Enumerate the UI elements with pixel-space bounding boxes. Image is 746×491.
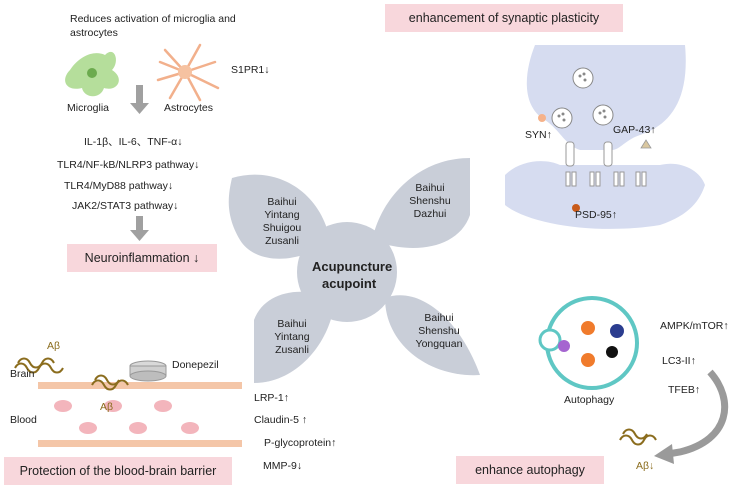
brain-label: Brain <box>10 368 35 380</box>
neuro-arrow-2 <box>130 216 149 241</box>
astrocytes-label: Astrocytes <box>164 102 214 114</box>
neuro-arrow-1 <box>130 85 149 114</box>
cytokines-label: IL-1β、IL-6、TNF-α↓ <box>84 136 183 148</box>
neuro-header-line2: astrocytes <box>70 27 118 39</box>
petal-bottom-right <box>385 295 480 376</box>
astrocyte-cell-icon <box>156 43 220 102</box>
pathway-3: JAK2/STAT3 pathway↓ <box>72 200 179 212</box>
petal-bottom-left-label: Baihui Yintang Zusanli <box>274 318 310 356</box>
autophagy-marker-3: TFEB↑ <box>668 384 701 396</box>
neuro-header-line1: Reduces activation of microglia and <box>70 13 236 25</box>
petal-group <box>228 158 480 383</box>
autophagy-marker-2: LC3-II↑ <box>662 355 696 367</box>
center-title-line1: Acupuncture <box>312 259 393 274</box>
bbb-marker-4: MMP-9↓ <box>263 460 303 472</box>
petal-top-left-label: Baihui Yintang Shuigou Zusanli <box>262 196 302 247</box>
bbb-box: Protection of the blood-brain barrier <box>4 457 232 485</box>
autophagy-box: enhance autophagy <box>456 456 604 484</box>
petal-bottom-right-label: Baihui Shenshu Yongquan <box>415 312 463 350</box>
donepezil-label: Donepezil <box>172 359 219 371</box>
synaptic-plasticity-box: enhancement of synaptic plasticity <box>385 4 623 32</box>
neuroinflammation-box: Neuroinflammation ↓ <box>67 244 217 272</box>
pathway-2: TLR4/MyD88 pathway↓ <box>64 180 174 192</box>
autophagy-marker-1: AMPK/mTOR↑ <box>660 320 729 332</box>
syn-label: SYN↑ <box>525 129 552 141</box>
s1pr1-label: S1PR1↓ <box>231 64 270 76</box>
bbb-marker-2: Claudin-5 ↑ <box>254 414 308 426</box>
bbb-marker-3: P-glycoprotein↑ <box>264 437 337 449</box>
petal-bottom-left <box>254 291 335 383</box>
abeta-down-label: Aβ↓ <box>636 460 655 472</box>
microglia-label: Microglia <box>67 102 110 114</box>
petal-top-right-label: Baihui Shenshu Dazhui <box>409 182 451 220</box>
psd95-label: PSD-95↑ <box>575 209 618 221</box>
center-title-line2: acupoint <box>322 276 377 291</box>
blood-label: Blood <box>10 414 37 426</box>
bbb-icon <box>14 357 242 447</box>
petal-top-right <box>372 158 470 248</box>
autophagy-label: Autophagy <box>564 394 615 406</box>
pathway-1: TLR4/NF-kB/NLRP3 pathway↓ <box>57 159 200 171</box>
center-circle <box>297 222 397 322</box>
bbb-marker-1: LRP-1↑ <box>254 392 290 404</box>
autophagy-icon <box>538 296 729 464</box>
microglia-cell-icon <box>65 51 119 97</box>
petal-top-left <box>228 174 330 259</box>
abeta-top-label: Aβ <box>47 340 61 352</box>
synapse-icon <box>505 45 705 229</box>
gap43-label: GAP-43↑ <box>613 124 656 136</box>
abeta-mid-label: Aβ <box>100 401 114 413</box>
